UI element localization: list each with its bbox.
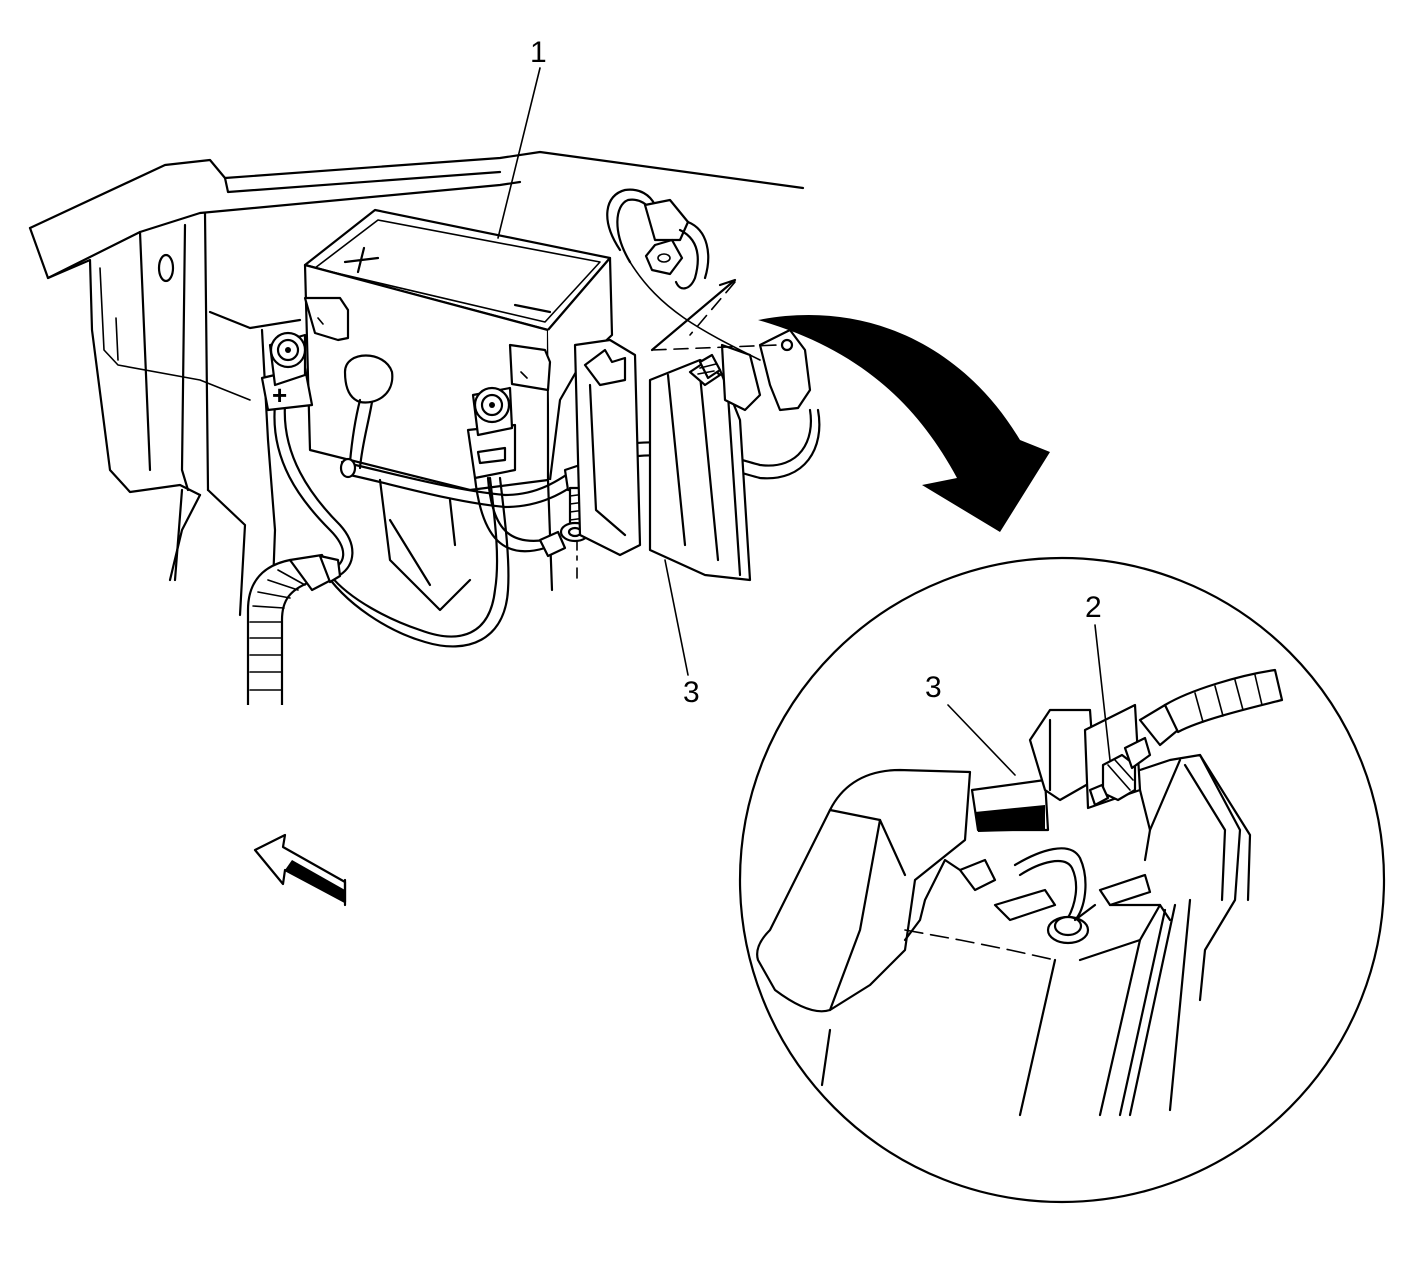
corrugated-cable (246, 553, 342, 705)
negative-terminal-mark (513, 303, 552, 314)
battery (303, 208, 614, 612)
callout-3-battery-tray-detail: 3 (925, 671, 942, 704)
hold-down-clamp (606, 188, 761, 361)
battery-tray (573, 278, 812, 582)
callout-leader-lines (497, 67, 1111, 776)
callout-3-battery-tray: 3 (683, 676, 700, 709)
view-direction-arrow (253, 833, 347, 907)
terminal-boot (343, 354, 394, 470)
negative-terminal (466, 386, 517, 480)
curved-direction-arrow (758, 315, 1050, 532)
detail-view (738, 556, 1386, 1204)
callout-1-battery: 1 (530, 36, 547, 69)
positive-symbol: + (272, 380, 287, 410)
ring-terminal (538, 521, 591, 558)
positive-cable: + (260, 331, 354, 577)
positive-terminal-mark (343, 246, 380, 274)
callout-2-nut: 2 (1085, 591, 1102, 624)
